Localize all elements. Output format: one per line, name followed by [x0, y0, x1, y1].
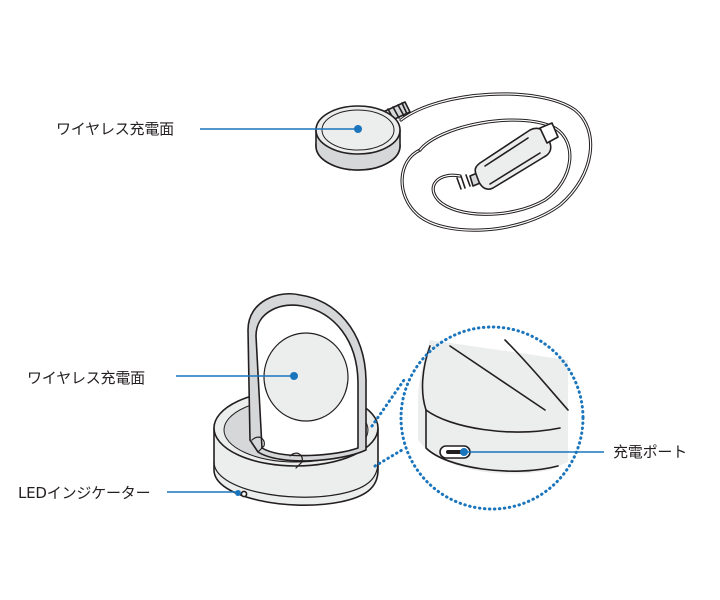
callout-dot-led: [235, 490, 241, 496]
wireless-charger-puck-with-cable: [315, 92, 593, 232]
usb-c-plug: [456, 122, 559, 190]
zoom-connector-lower: [373, 448, 404, 468]
zoom-inset: [418, 339, 569, 474]
wireless-charging-surface-stand-label: ワイヤレス充電面: [27, 369, 145, 387]
zoom-circle: [399, 325, 585, 511]
charging-port-label: 充電ポート: [613, 443, 688, 461]
wireless-charging-surface-label: ワイヤレス充電面: [56, 120, 174, 138]
callout-dot-top: [354, 125, 362, 133]
charging-stand: [213, 293, 379, 507]
led-indicator-label: LEDインジケーター: [18, 484, 151, 502]
zoom-connector-upper: [370, 378, 406, 428]
callout-dot-pad: [290, 372, 298, 380]
led-dot: [240, 490, 248, 498]
callout-dot-port: [460, 448, 468, 456]
